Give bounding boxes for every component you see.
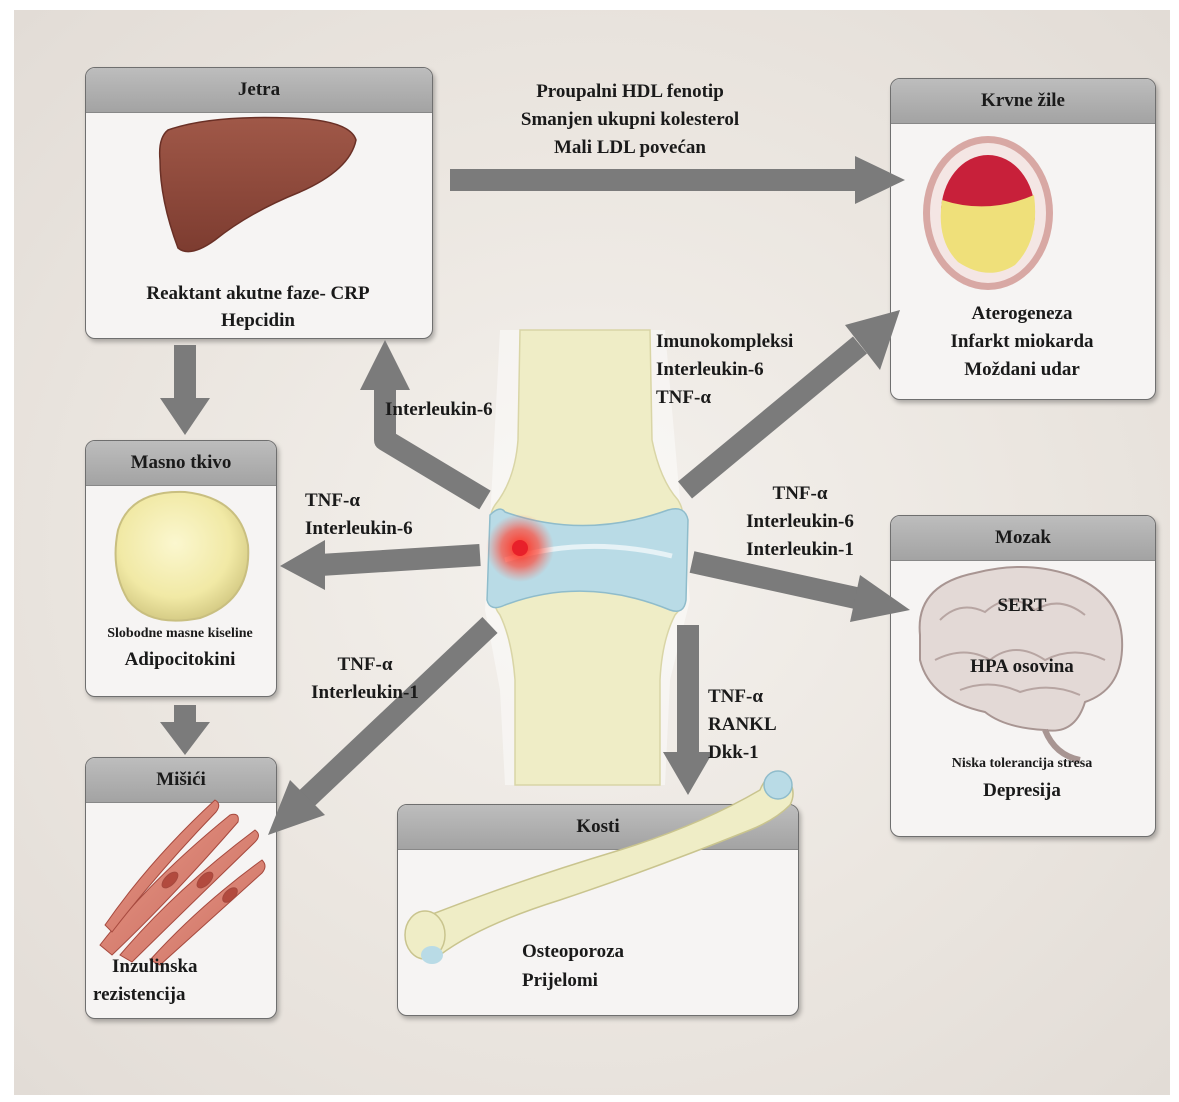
brain-line-2: HPA osovina (893, 653, 1151, 681)
label-joint-brain-1: TNF-α (730, 480, 870, 508)
label-joint-adipose-1: TNF-α (305, 487, 360, 515)
liver-line-2: Hepcidin (88, 307, 428, 335)
vessels-line-3: Moždani udar (893, 356, 1151, 384)
label-joint-vessels-1: Imunokompleksi (656, 328, 793, 356)
vessels-line-2: Infarkt miokarda (893, 328, 1151, 356)
adipose-line-small: Slobodne masne kiseline (80, 620, 280, 648)
muscle-line-1: Inzulinska (112, 953, 198, 981)
muscle-illustration (100, 800, 265, 965)
label-joint-muscle-1: TNF-α (290, 651, 440, 679)
vessels-line-1: Aterogeneza (893, 300, 1151, 328)
arrowhead-bone (663, 752, 713, 795)
label-joint-brain-2: Interleukin-6 (730, 508, 870, 536)
arrowhead-vessels-top (855, 156, 905, 204)
arrowhead-muscle-top (160, 722, 210, 755)
fat-cell-illustration (116, 492, 249, 621)
label-liver-vessels-3: Mali LDL povećan (470, 134, 790, 162)
blood-vessel-illustration (923, 136, 1053, 290)
muscle-line-2: rezistencija (93, 981, 186, 1009)
femur-illustration (405, 771, 793, 964)
liver-line-1: Reaktant akutne faze- CRP (88, 280, 428, 308)
label-liver-vessels-1: Proupalni HDL fenotip (470, 78, 790, 106)
arrow-joint-to-adipose (320, 555, 480, 565)
brain-line-last: Depresija (893, 777, 1151, 805)
liver-illustration (160, 118, 356, 252)
arrowhead-adipose-side (280, 540, 325, 590)
label-joint-brain-3: Interleukin-1 (730, 536, 870, 564)
label-joint-muscle-2: Interleukin-1 (290, 679, 440, 707)
arrowhead-adipose (160, 398, 210, 435)
label-joint-liver-1: Interleukin-6 (385, 396, 493, 424)
label-joint-adipose-2: Interleukin-6 (305, 515, 413, 543)
label-liver-vessels-2: Smanjen ukupni kolesterol (470, 106, 790, 134)
bone-line-2: Prijelomi (522, 967, 598, 995)
label-joint-vessels-3: TNF-α (656, 384, 711, 412)
brain-line-small: Niska tolerancija stresa (893, 750, 1151, 778)
bone-line-1: Osteoporoza (522, 938, 624, 966)
arrowhead-liver (360, 340, 410, 390)
label-joint-vessels-2: Interleukin-6 (656, 356, 764, 384)
label-joint-bone-3: Dkk-1 (708, 739, 759, 767)
label-joint-bone-1: TNF-α (708, 683, 763, 711)
inflammation-core (512, 540, 528, 556)
arrow-joint-to-brain (692, 562, 865, 600)
brain-line-1: SERT (893, 592, 1151, 620)
label-joint-bone-2: RANKL (708, 711, 777, 739)
adipose-line: Adipocitokini (85, 646, 275, 674)
